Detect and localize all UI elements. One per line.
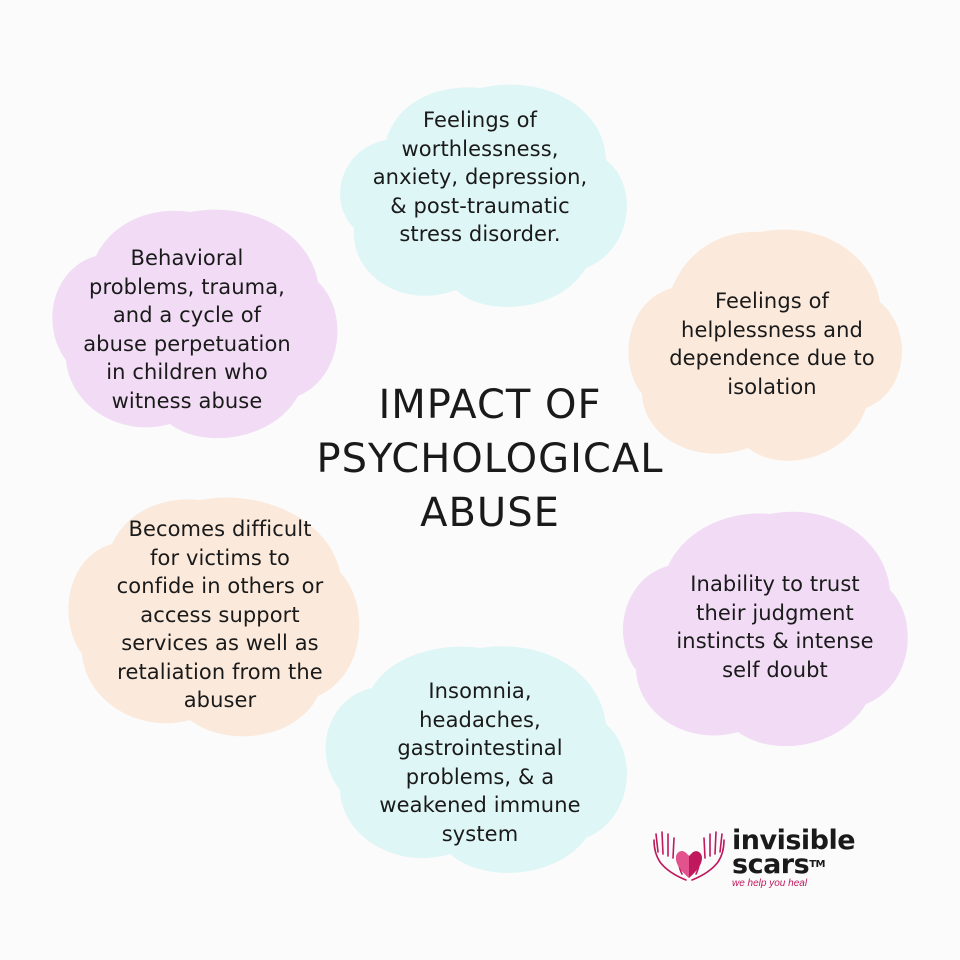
logo-word-scars-text: scars — [732, 849, 810, 880]
bubble-shape-right-lower — [622, 511, 908, 747]
logo-word-scars: scarsTM — [732, 849, 825, 880]
hands-heart-icon — [653, 831, 725, 881]
bubble-shape-right-upper — [628, 229, 902, 461]
bubble-shape-left-upper — [52, 209, 338, 439]
brand-logo: invisible scarsTM we help you heal — [652, 822, 882, 894]
bubble-shape-left-lower — [68, 497, 360, 737]
bubble-self-doubt: Inability to trust their judgment instin… — [676, 572, 874, 682]
trademark-mark: TM — [809, 859, 825, 870]
logo-tagline: we help you heal — [732, 878, 808, 889]
page-title: IMPACT OF PSYCHOLOGICAL ABUSE — [316, 382, 664, 536]
bubble-physical-effects: Insomnia, headaches, gastrointestinal pr… — [379, 679, 581, 846]
bubble-emotional-effects: Feelings of worthlessness, anxiety, depr… — [372, 108, 588, 246]
bubble-isolation-support: Becomes difficult for victims to confide… — [116, 517, 324, 712]
bubble-children-impact: Behavioral problems, trauma, and a cycle… — [83, 246, 291, 413]
bubble-shape-top — [340, 84, 627, 308]
logo-word-invisible: invisible — [732, 825, 856, 856]
bubble-helplessness: Feelings of helplessness and dependence … — [669, 289, 875, 399]
bubble-shape-bottom — [325, 646, 627, 873]
